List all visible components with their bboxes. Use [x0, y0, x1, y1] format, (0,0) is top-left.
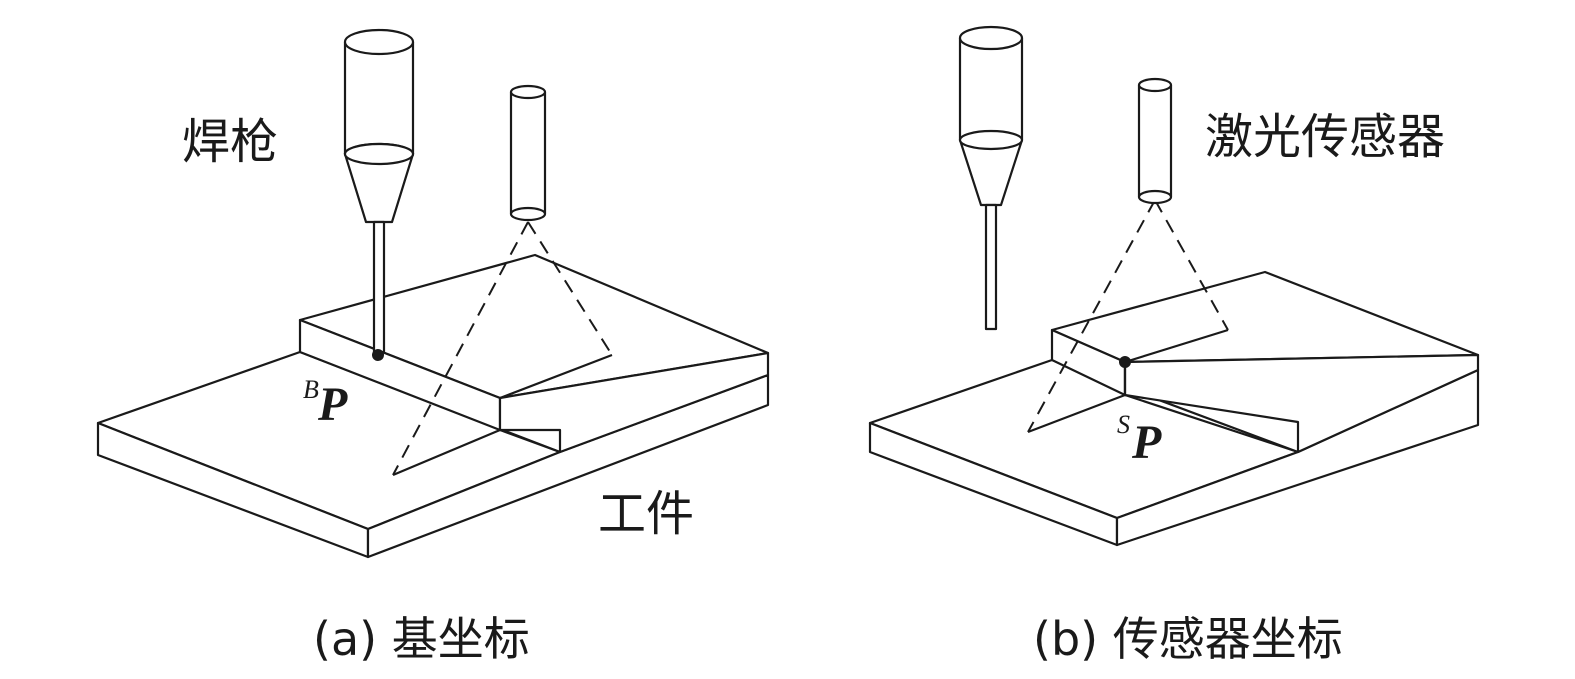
panel-a: 焊枪 工件 B P (a) 基坐标 [96, 28, 770, 666]
workpiece-a [96, 253, 770, 559]
workpiece-b [868, 270, 1480, 547]
welding-torch-a [343, 28, 415, 354]
torch-label: 焊枪 [182, 114, 278, 170]
point-letter-a: P [317, 378, 348, 431]
welding-torch-b [958, 25, 1024, 331]
panel-b: 激光传感器 S P (b) 传感器坐标 [868, 25, 1480, 666]
point-letter-b: P [1131, 416, 1162, 469]
workpiece-label: 工件 [598, 486, 694, 542]
caption-a: (a) 基坐标 [313, 612, 530, 666]
laser-beam-a [392, 221, 613, 477]
laser-sensor-b [1137, 77, 1173, 205]
laser-sensor-a [509, 84, 547, 222]
laser-beam-b [1027, 199, 1229, 434]
point-prefix-b: S [1117, 410, 1130, 439]
point-prefix-a: B [303, 375, 319, 404]
weld-point-a [372, 349, 384, 361]
weld-point-b [1119, 356, 1131, 368]
caption-b: (b) 传感器坐标 [1033, 612, 1343, 666]
sensor-label: 激光传感器 [1205, 109, 1445, 165]
